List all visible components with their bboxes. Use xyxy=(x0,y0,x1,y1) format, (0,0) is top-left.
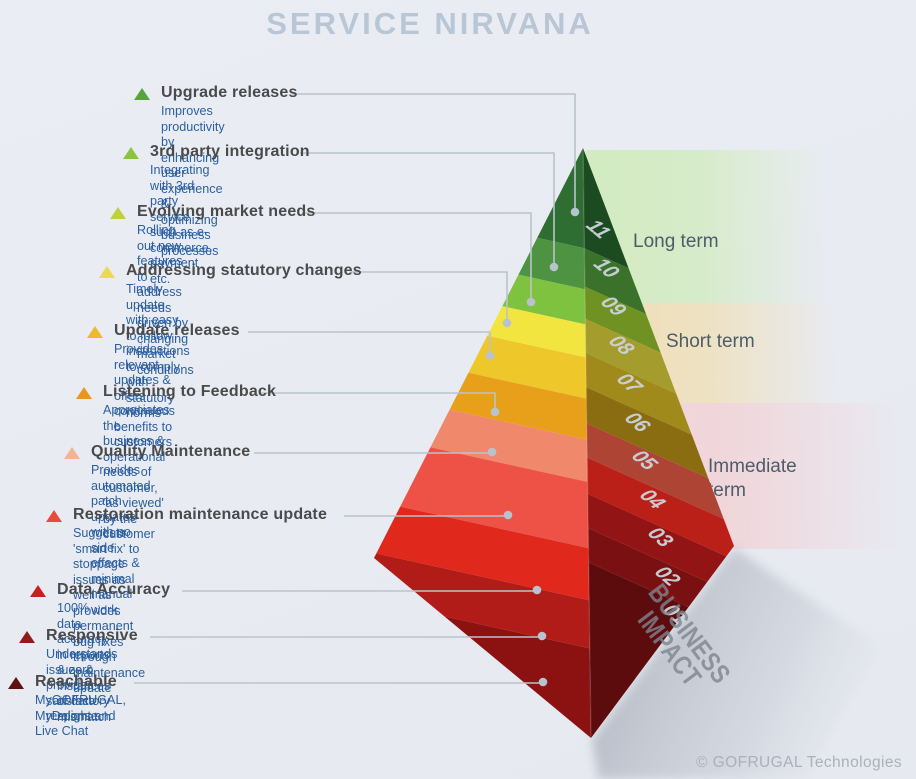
level-description: Provides automated patch updates with no… xyxy=(91,463,151,617)
pyramid-band xyxy=(374,484,591,647)
pyramid-band xyxy=(583,258,734,520)
pyramid-band xyxy=(583,328,734,590)
pyramid-band xyxy=(583,224,734,484)
connector-dot xyxy=(502,318,512,328)
connector-dot xyxy=(485,351,495,361)
level-triangle-icon xyxy=(30,585,46,597)
connector-dot xyxy=(570,207,580,217)
level-title: Evolving market needs xyxy=(137,203,316,220)
level-triangle-icon xyxy=(134,88,150,100)
connector-line xyxy=(300,152,555,267)
level-triangle-icon xyxy=(64,447,80,459)
connector-dot xyxy=(532,585,542,595)
level-title: Data Accuracy xyxy=(57,581,171,598)
level-description: Integrating with 3rd party service such … xyxy=(150,163,213,286)
level-triangle-icon xyxy=(8,677,24,689)
connector-line xyxy=(302,212,532,302)
pyramid-band xyxy=(374,536,591,695)
connector-dot xyxy=(538,677,548,687)
level-description: Provides relevant updates & offers conti… xyxy=(114,342,175,449)
connector-line xyxy=(260,392,496,412)
level-description: Improves productivity by enhancing user … xyxy=(161,104,225,258)
level-title: Restoration maintenance update xyxy=(73,506,328,523)
level-description: MyGOFRUGAL, MyDelight and Live Chat xyxy=(35,693,126,738)
level-description: Rolling out new features to address need… xyxy=(137,223,194,377)
level-title: Update releases xyxy=(114,322,240,339)
connector-line xyxy=(134,682,544,684)
connector-line xyxy=(292,93,576,212)
term-label: Long term xyxy=(633,231,719,252)
term-label: Immediate term xyxy=(708,456,797,501)
level-title: 3rd party integration xyxy=(150,143,310,160)
level-triangle-icon xyxy=(76,387,92,399)
level-description: 100% data accuracy in reports & zero ins… xyxy=(57,601,111,724)
level-title: Listening to Feedback xyxy=(103,383,277,400)
connector-dot xyxy=(526,297,536,307)
connector-line xyxy=(350,271,508,323)
level-title: Upgrade releases xyxy=(161,84,298,101)
pyramid-shadow xyxy=(592,548,880,779)
pyramid-band xyxy=(583,398,734,658)
level-title: Addressing statutory changes xyxy=(126,262,362,279)
level-triangle-icon xyxy=(87,326,103,338)
term-label: Short term xyxy=(666,331,755,352)
connector-dot xyxy=(487,447,497,457)
level-triangle-icon xyxy=(99,266,115,278)
level-title: Quality Maintenance xyxy=(91,443,251,460)
connector-dot xyxy=(537,631,547,641)
level-description: Understands issues & provides satisfacto… xyxy=(46,647,118,723)
level-triangle-icon xyxy=(19,631,35,643)
level-triangle-icon xyxy=(110,207,126,219)
level-triangle-icon xyxy=(46,510,62,522)
page-title: SERVICE NIRVANA xyxy=(266,6,594,41)
connector-dot xyxy=(490,407,500,417)
connector-dot xyxy=(549,262,559,272)
connector-dot xyxy=(503,510,513,520)
pyramid-band xyxy=(374,418,591,595)
level-title: Responsive xyxy=(46,627,138,644)
copyright-text: © GOFRUGAL Technologies xyxy=(696,754,902,771)
level-description: Timely update with easy to follow instru… xyxy=(126,282,190,420)
level-triangle-icon xyxy=(123,147,139,159)
level-description: Suggests 'smart fix' to stoppage issues … xyxy=(73,526,146,695)
level-description: Appreciates the business & operational n… xyxy=(103,403,170,541)
level-title: Reachable xyxy=(35,673,117,690)
pyramid-band xyxy=(583,364,734,624)
connector-line xyxy=(248,331,491,356)
pyramid-band xyxy=(583,294,734,554)
